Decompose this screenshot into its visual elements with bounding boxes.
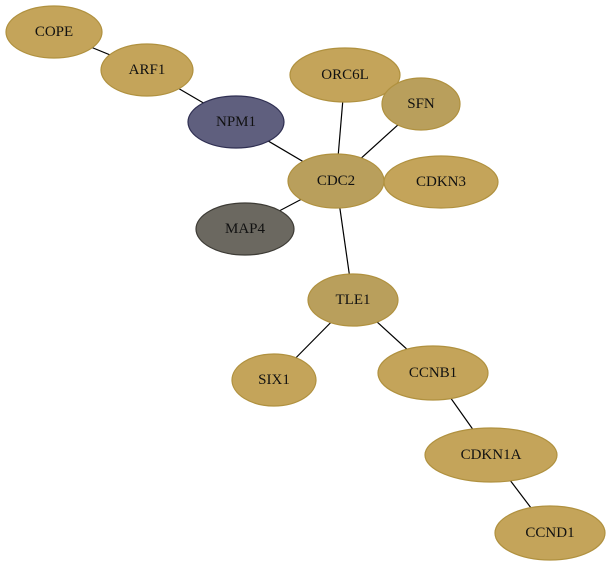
node-label: CDC2: [317, 173, 355, 189]
node-label: NPM1: [216, 114, 256, 130]
node-label: ORC6L: [321, 67, 369, 83]
node-shape: [424, 427, 558, 483]
node-shape: [494, 505, 606, 561]
node-label: ARF1: [129, 62, 166, 78]
node-shape: [231, 353, 317, 407]
node-shape: [100, 43, 194, 97]
node-six1[interactable]: SIX1: [231, 353, 317, 407]
node-shape: [195, 202, 295, 256]
node-cdc2[interactable]: CDC2: [287, 153, 385, 209]
node-npm1[interactable]: NPM1: [187, 95, 285, 149]
node-shape: [307, 273, 399, 327]
node-shape: [381, 77, 461, 131]
node-tle1[interactable]: TLE1: [307, 273, 399, 327]
node-label: CDKN3: [416, 174, 466, 190]
node-cdkn3[interactable]: CDKN3: [383, 155, 499, 209]
node-shape: [289, 47, 401, 103]
node-shape: [377, 345, 489, 401]
node-label: COPE: [35, 24, 73, 40]
node-label: TLE1: [336, 292, 371, 308]
node-cdkn1a[interactable]: CDKN1A: [424, 427, 558, 483]
node-cope[interactable]: COPE: [5, 5, 103, 59]
node-orc6l[interactable]: ORC6L: [289, 47, 401, 103]
node-label: CDKN1A: [461, 447, 522, 463]
node-label: CCNB1: [409, 365, 457, 381]
node-arf1[interactable]: ARF1: [100, 43, 194, 97]
node-shape: [383, 155, 499, 209]
node-label: SFN: [407, 96, 435, 112]
node-ccnb1[interactable]: CCNB1: [377, 345, 489, 401]
node-shape: [5, 5, 103, 59]
node-map4[interactable]: MAP4: [195, 202, 295, 256]
node-shape: [187, 95, 285, 149]
node-ccnd1[interactable]: CCND1: [494, 505, 606, 561]
node-label: SIX1: [258, 372, 290, 388]
node-label: CCND1: [525, 525, 574, 541]
node-label: MAP4: [225, 221, 266, 237]
node-sfn[interactable]: SFN: [381, 77, 461, 131]
